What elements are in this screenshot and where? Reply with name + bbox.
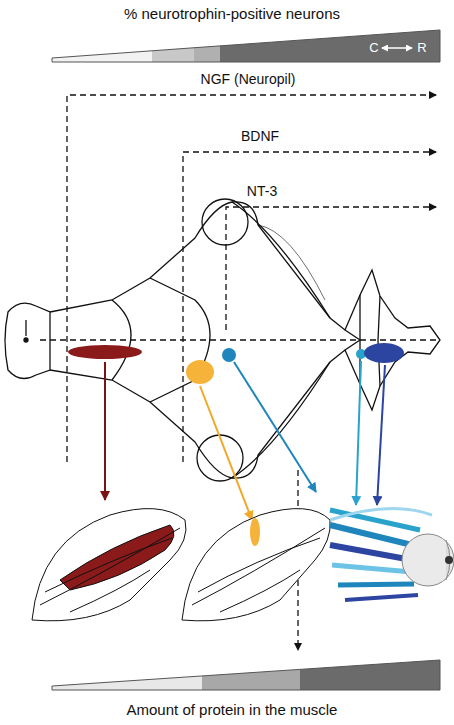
label: % neurotrophin-positive neurons — [124, 6, 340, 23]
label: C — [369, 41, 378, 55]
label: Amount of protein in the muscle — [127, 702, 338, 719]
label: NGF (Neuropil) — [201, 72, 296, 87]
label: NT-3 — [247, 184, 277, 199]
label: R — [417, 41, 426, 55]
label: BDNF — [241, 129, 279, 144]
